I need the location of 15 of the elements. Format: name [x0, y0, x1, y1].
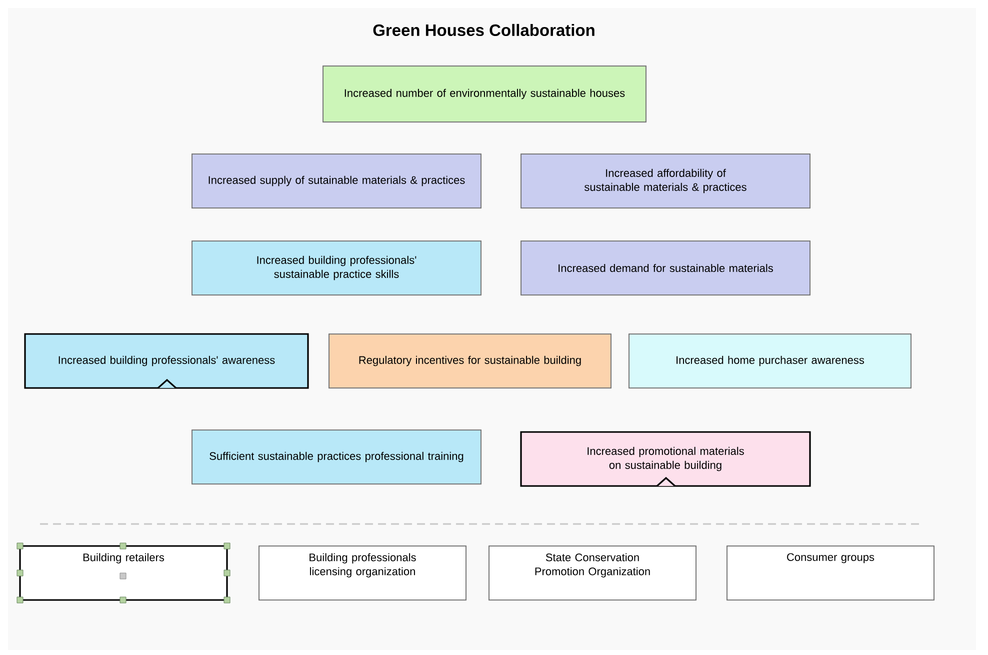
title: Green Houses Collaboration [373, 24, 594, 36]
box: Building retailers [19, 545, 228, 601]
box: Increased promotional materials on sustainable building [520, 431, 811, 487]
box: Increased building professionals' awareness [24, 333, 309, 389]
box: Increased affordability of sustainable materials & practices [520, 154, 810, 208]
box: Increased building professionals' sustainable practice skills [192, 240, 482, 296]
box: Increased demand for sustainable materials [520, 240, 810, 296]
box: Consumer groups [726, 546, 934, 600]
box: Regulatory incentives for sustainable building [328, 334, 612, 388]
box: Increased number of environmentally sustainable houses [322, 66, 646, 122]
box: Increased home purchaser awareness [628, 334, 912, 388]
box: State Conservation Promotion Organization [488, 546, 696, 600]
box: Increased supply of sutainable materials & practices [192, 154, 482, 208]
box: Building professionals licensing organization [258, 546, 466, 600]
box: Sufficient sustainable practices professional training [192, 430, 482, 484]
